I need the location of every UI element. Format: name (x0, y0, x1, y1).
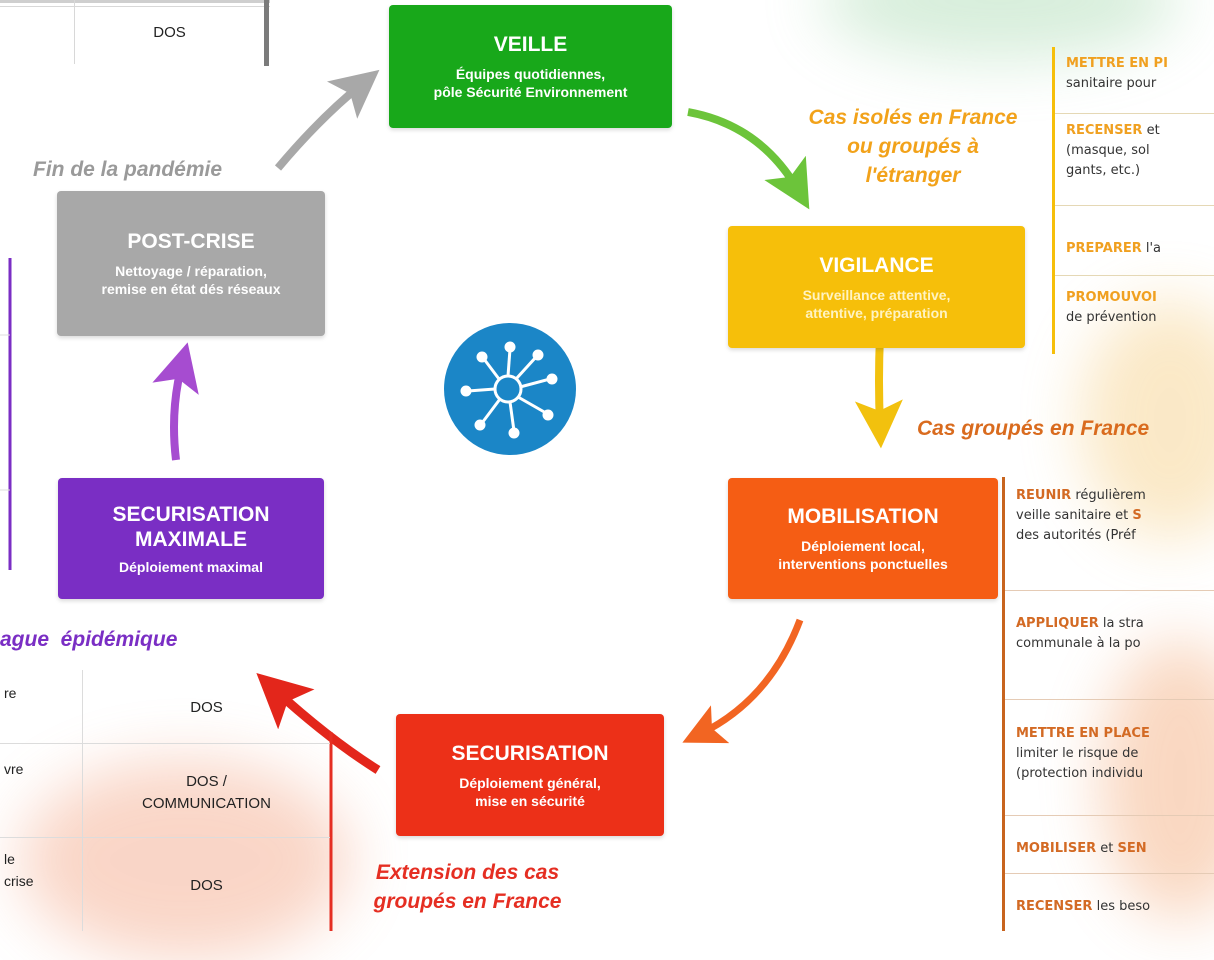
arrow-veille-vigilance (687, 108, 810, 210)
table-cell: DOS (190, 876, 223, 894)
list-item: RECENSER les beso (1016, 899, 1151, 914)
bottom-table: re DOS vre DOS / COMMUNICATION le crise … (0, 670, 330, 931)
stage-veille: VEILLE Équipes quotidiennes,pôle Sécurit… (389, 5, 672, 128)
background-wash (1080, 300, 1214, 540)
table-cell: re (4, 685, 17, 701)
stage-title: MOBILISATION (787, 505, 939, 528)
stage-mobilisation: MOBILISATION Déploiement local,intervent… (728, 478, 998, 599)
mobilisation-actions-panel: REUNIR régulièrem veille sanitaire et S … (1002, 477, 1214, 931)
table-cell: le crise (4, 851, 34, 889)
list-item: REUNIR régulièrem veille sanitaire et S … (1016, 488, 1146, 543)
stage-title: SECURISATION (451, 741, 609, 765)
list-item: MOBILISER et SEN (1016, 841, 1147, 856)
transition-cas-isoles: Cas isolés en France ou groupés à l'étra… (808, 106, 1018, 187)
table-cell: DOS / COMMUNICATION (142, 773, 271, 812)
background-wash (20, 760, 350, 960)
stage-title: POST-CRISE (127, 230, 255, 253)
stage-vigilance: VIGILANCE Surveillance attentive,attenti… (728, 226, 1025, 348)
arrow-mobilisation-securisation (682, 618, 804, 744)
stage-subtitle: Nettoyage / réparation,remise en état dé… (101, 263, 281, 297)
stage-post-crise: POST-CRISE Nettoyage / réparation,remise… (57, 191, 325, 336)
list-item: PREPARER l'a (1066, 241, 1162, 256)
stage-subtitle: Surveillance attentive,attentive, prépar… (802, 286, 951, 321)
transition-extension: Extension des cas groupés en France (373, 861, 562, 913)
arrow-maximale-postcrise (152, 342, 199, 461)
stage-subtitle: Déploiement maximal (119, 558, 263, 575)
stage-subtitle: Déploiement général,mise en sécurité (459, 774, 601, 809)
virus-icon (444, 323, 576, 455)
stage-title: VIGILANCE (819, 253, 934, 277)
arrow-vigilance-mobilisation (854, 335, 903, 449)
list-item: APPLIQUER la stra communale à la po (1016, 616, 1144, 651)
table-cell: vre (4, 761, 24, 777)
table-cell: DOS (153, 23, 186, 41)
list-item: RECENSER et (masque, sol gants, etc.) (1066, 123, 1160, 178)
transition-fin-pandemie: Fin de la pandémie (33, 158, 223, 181)
top-table: DOS (0, 0, 270, 66)
stage-subtitle: Équipes quotidiennes,pôle Sécurité Envir… (433, 66, 628, 100)
arrow-postcrise-veille (274, 69, 380, 171)
vigilance-actions-panel: METTRE EN PI sanitaire pour RECENSER et … (1052, 47, 1214, 354)
transition-cas-groupes: Cas groupés en France (917, 417, 1150, 440)
table-cell: DOS (190, 699, 223, 716)
cycle-arrows (0, 69, 903, 931)
list-item: METTRE EN PLACE limiter le risque de (pr… (1016, 726, 1150, 781)
list-item: PROMOUVOI de prévention (1066, 290, 1157, 325)
transition-vague-epidemique: ague épidémique (0, 628, 178, 651)
stage-subtitle: Déploiement local,interventions ponctuel… (778, 538, 948, 572)
stage-securisation: SECURISATION Déploiement général,mise en… (396, 714, 664, 836)
list-item: METTRE EN PI sanitaire pour (1066, 56, 1168, 91)
arrow-securisation-maximale (256, 673, 381, 774)
stage-title: VEILLE (493, 33, 568, 56)
